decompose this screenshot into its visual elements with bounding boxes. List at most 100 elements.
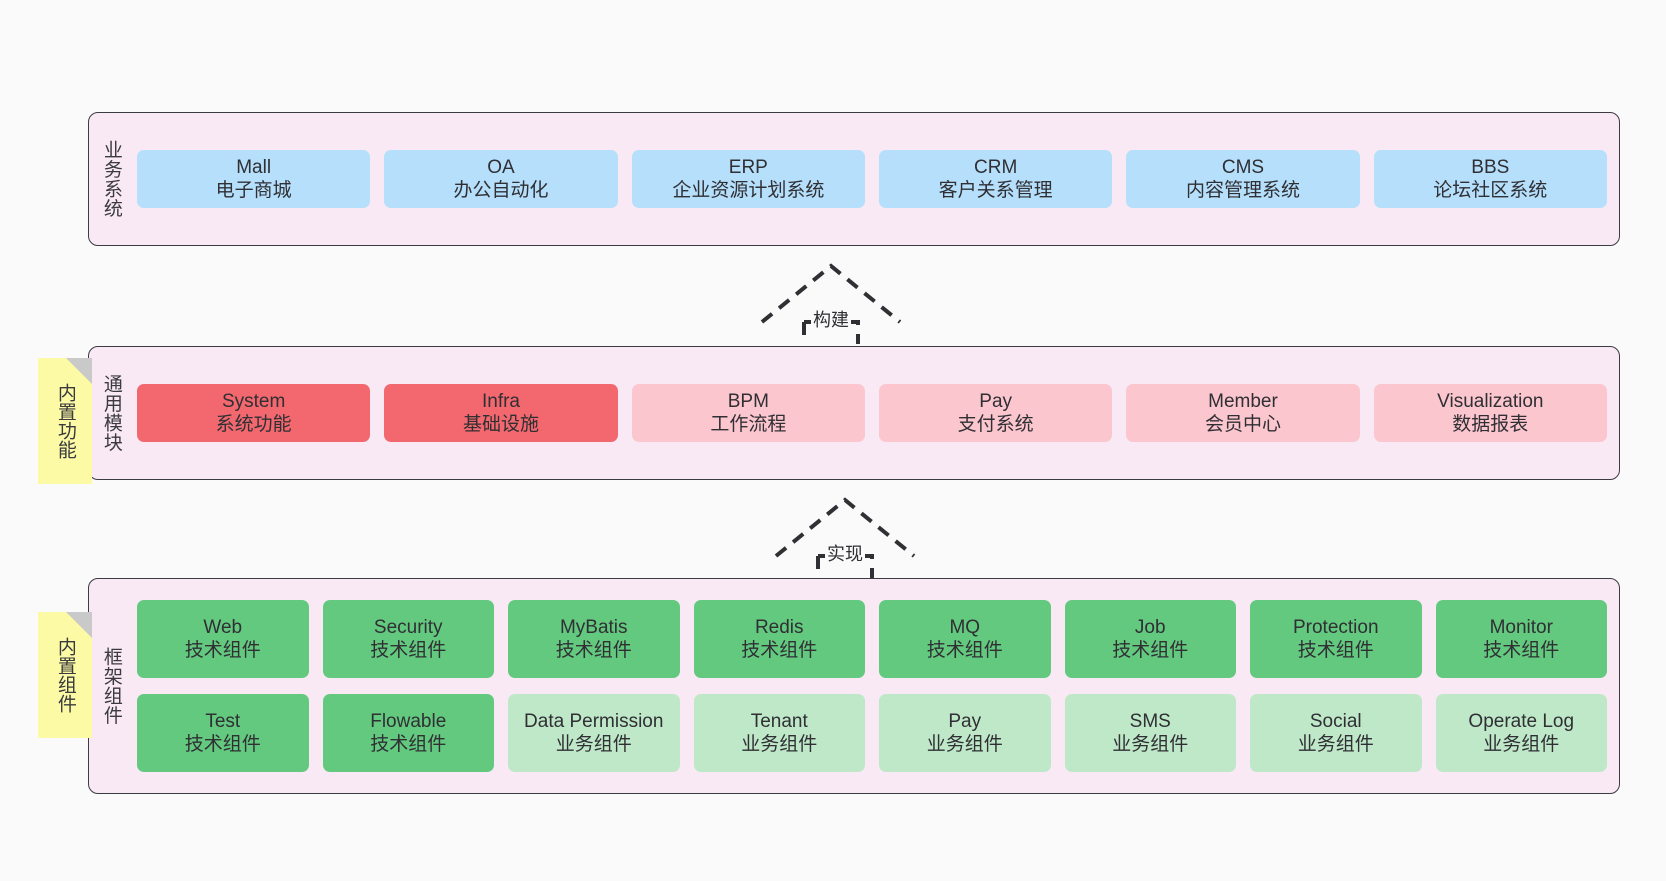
card-title: Social [1309,710,1362,732]
generalization-arrow-icon [760,263,902,344]
card-title: SMS [1129,710,1171,732]
card-row: Web 技术组件 Security 技术组件 MyBatis 技术组件 Redi… [137,600,1607,678]
card-title: MyBatis [559,616,628,638]
card-subtitle: 客户关系管理 [938,180,1053,201]
tier-body-framework-components: Web 技术组件 Security 技术组件 MyBatis 技术组件 Redi… [133,579,1619,793]
card-social[interactable]: Social 业务组件 [1250,694,1422,772]
card-title: System [221,390,286,412]
card-title: Member [1208,390,1278,412]
card-subtitle: 技术组件 [555,640,632,661]
card-subtitle: 业务组件 [1483,734,1560,755]
card-row: System 系统功能 Infra 基础设施 BPM 工作流程 Pay 支付系统… [137,383,1607,443]
card-title: BPM [727,390,769,412]
card-title: CRM [974,156,1018,178]
tier-common-modules: 通用模块 System 系统功能 Infra 基础设施 BPM 工作流程 Pay… [88,346,1620,480]
card-subtitle: 企业资源计划系统 [672,180,825,201]
card-subtitle: 办公自动化 [453,180,549,201]
card-title: Infra [481,390,520,412]
card-row: Test 技术组件 Flowable 技术组件 Data Permission … [137,694,1607,772]
card-title: Tenant [750,710,808,732]
tier-title-business-systems: 业务系统 [100,140,122,218]
card-subtitle: 技术组件 [370,734,447,755]
card-subtitle: 技术组件 [926,640,1003,661]
card-tenant[interactable]: Tenant 业务组件 [693,694,865,772]
connector-build-label: 构建 [811,306,851,332]
sticky-note-label: 内置组件 [54,637,76,713]
card-subtitle: 会员中心 [1204,414,1281,435]
card-subtitle: 技术组件 [370,640,447,661]
card-pay-component[interactable]: Pay 业务组件 [879,694,1051,772]
tier-body-common-modules: System 系统功能 Infra 基础设施 BPM 工作流程 Pay 支付系统… [133,347,1619,479]
card-mq[interactable]: MQ 技术组件 [879,600,1051,678]
card-web[interactable]: Web 技术组件 [137,600,309,678]
card-title: Web [203,616,243,638]
card-crm[interactable]: CRM 客户关系管理 [878,149,1113,209]
card-subtitle: 技术组件 [1112,640,1189,661]
card-subtitle: 基础设施 [462,414,539,435]
tier-business-systems: 业务系统 Mall 电子商城 OA 办公自动化 ERP 企业资源计划系统 CRM… [88,112,1620,246]
card-sms[interactable]: SMS 业务组件 [1064,694,1236,772]
card-oa[interactable]: OA 办公自动化 [384,149,618,209]
card-subtitle: 业务组件 [1112,734,1189,755]
connector-implement: 实现 [772,496,918,578]
generalization-arrow-icon [774,497,916,578]
card-bpm[interactable]: BPM 工作流程 [631,383,865,443]
card-row: Mall 电子商城 OA 办公自动化 ERP 企业资源计划系统 CRM 客户关系… [137,149,1607,209]
card-subtitle: 论坛社区系统 [1433,180,1548,201]
card-title: Visualization [1437,390,1544,412]
card-protection[interactable]: Protection 技术组件 [1250,600,1422,678]
card-subtitle: 技术组件 [184,640,261,661]
card-subtitle: 技术组件 [184,734,261,755]
card-operate-log[interactable]: Operate Log 业务组件 [1435,694,1607,772]
card-subtitle: 业务组件 [555,734,632,755]
card-title: Flowable [370,710,447,732]
card-subtitle: 内容管理系统 [1185,180,1300,201]
card-title: Mall [236,156,272,178]
card-flowable[interactable]: Flowable 技术组件 [322,694,494,772]
tier-framework-components: 框架组件 Web 技术组件 Security 技术组件 MyBatis 技术组件… [88,578,1620,794]
card-title: Redis [754,616,804,638]
card-subtitle: 业务组件 [741,734,818,755]
card-job[interactable]: Job 技术组件 [1064,600,1236,678]
card-subtitle: 电子商城 [215,180,292,201]
card-title: MQ [949,616,981,638]
card-subtitle: 数据报表 [1452,414,1529,435]
connector-implement-label: 实现 [825,540,865,566]
page-fold-icon [66,612,92,638]
card-visualization[interactable]: Visualization 数据报表 [1373,383,1607,443]
card-member[interactable]: Member 会员中心 [1126,383,1360,443]
card-title: Pay [979,390,1013,412]
card-monitor[interactable]: Monitor 技术组件 [1435,600,1607,678]
card-title: OA [487,156,515,178]
card-subtitle: 技术组件 [1297,640,1374,661]
card-title: Operate Log [1468,710,1575,732]
card-subtitle: 业务组件 [1297,734,1374,755]
card-title: Security [373,616,443,638]
card-subtitle: 工作流程 [710,414,787,435]
card-title: Protection [1292,616,1379,638]
card-cms[interactable]: CMS 内容管理系统 [1126,149,1360,209]
card-redis[interactable]: Redis 技术组件 [693,600,865,678]
card-subtitle: 技术组件 [741,640,818,661]
card-title: CMS [1221,156,1265,178]
card-security[interactable]: Security 技术组件 [322,600,494,678]
card-title: Monitor [1489,616,1553,638]
sticky-note-builtin-components: 内置组件 [38,612,92,738]
card-bbs[interactable]: BBS 论坛社区系统 [1373,149,1607,209]
card-system[interactable]: System 系统功能 [137,383,371,443]
tier-title-common-modules: 通用模块 [100,374,122,452]
card-title: BBS [1471,156,1510,178]
card-mall[interactable]: Mall 电子商城 [137,149,371,209]
card-infra[interactable]: Infra 基础设施 [384,383,618,443]
card-title: Test [205,710,241,732]
card-pay-module[interactable]: Pay 支付系统 [878,383,1113,443]
card-mybatis[interactable]: MyBatis 技术组件 [508,600,680,678]
card-data-permission[interactable]: Data Permission 业务组件 [508,694,680,772]
card-erp[interactable]: ERP 企业资源计划系统 [631,149,865,209]
sticky-note-label: 内置功能 [54,383,76,459]
sticky-note-builtin-features: 内置功能 [38,358,92,484]
card-test[interactable]: Test 技术组件 [137,694,309,772]
card-title: Pay [948,710,982,732]
tier-title-framework-components: 框架组件 [100,647,122,725]
